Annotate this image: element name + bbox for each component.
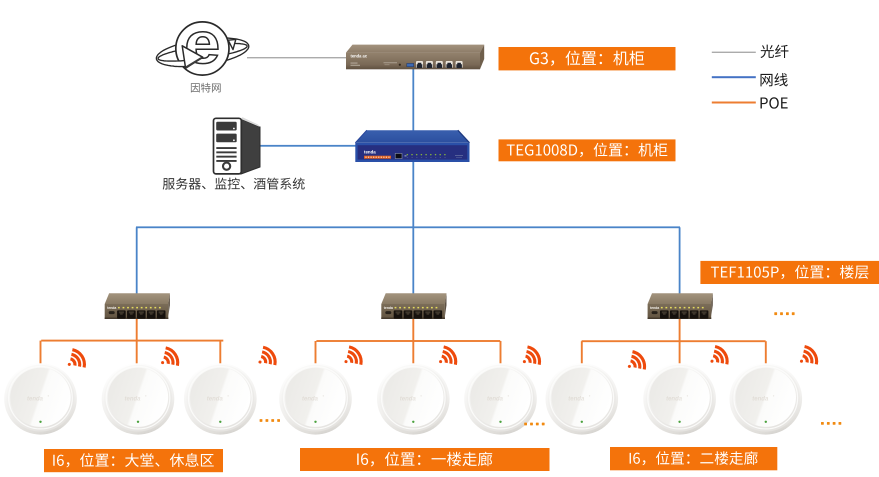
svg-text:tenda ac: tenda ac: [351, 54, 368, 59]
svg-text:tenda: tenda: [364, 149, 376, 154]
